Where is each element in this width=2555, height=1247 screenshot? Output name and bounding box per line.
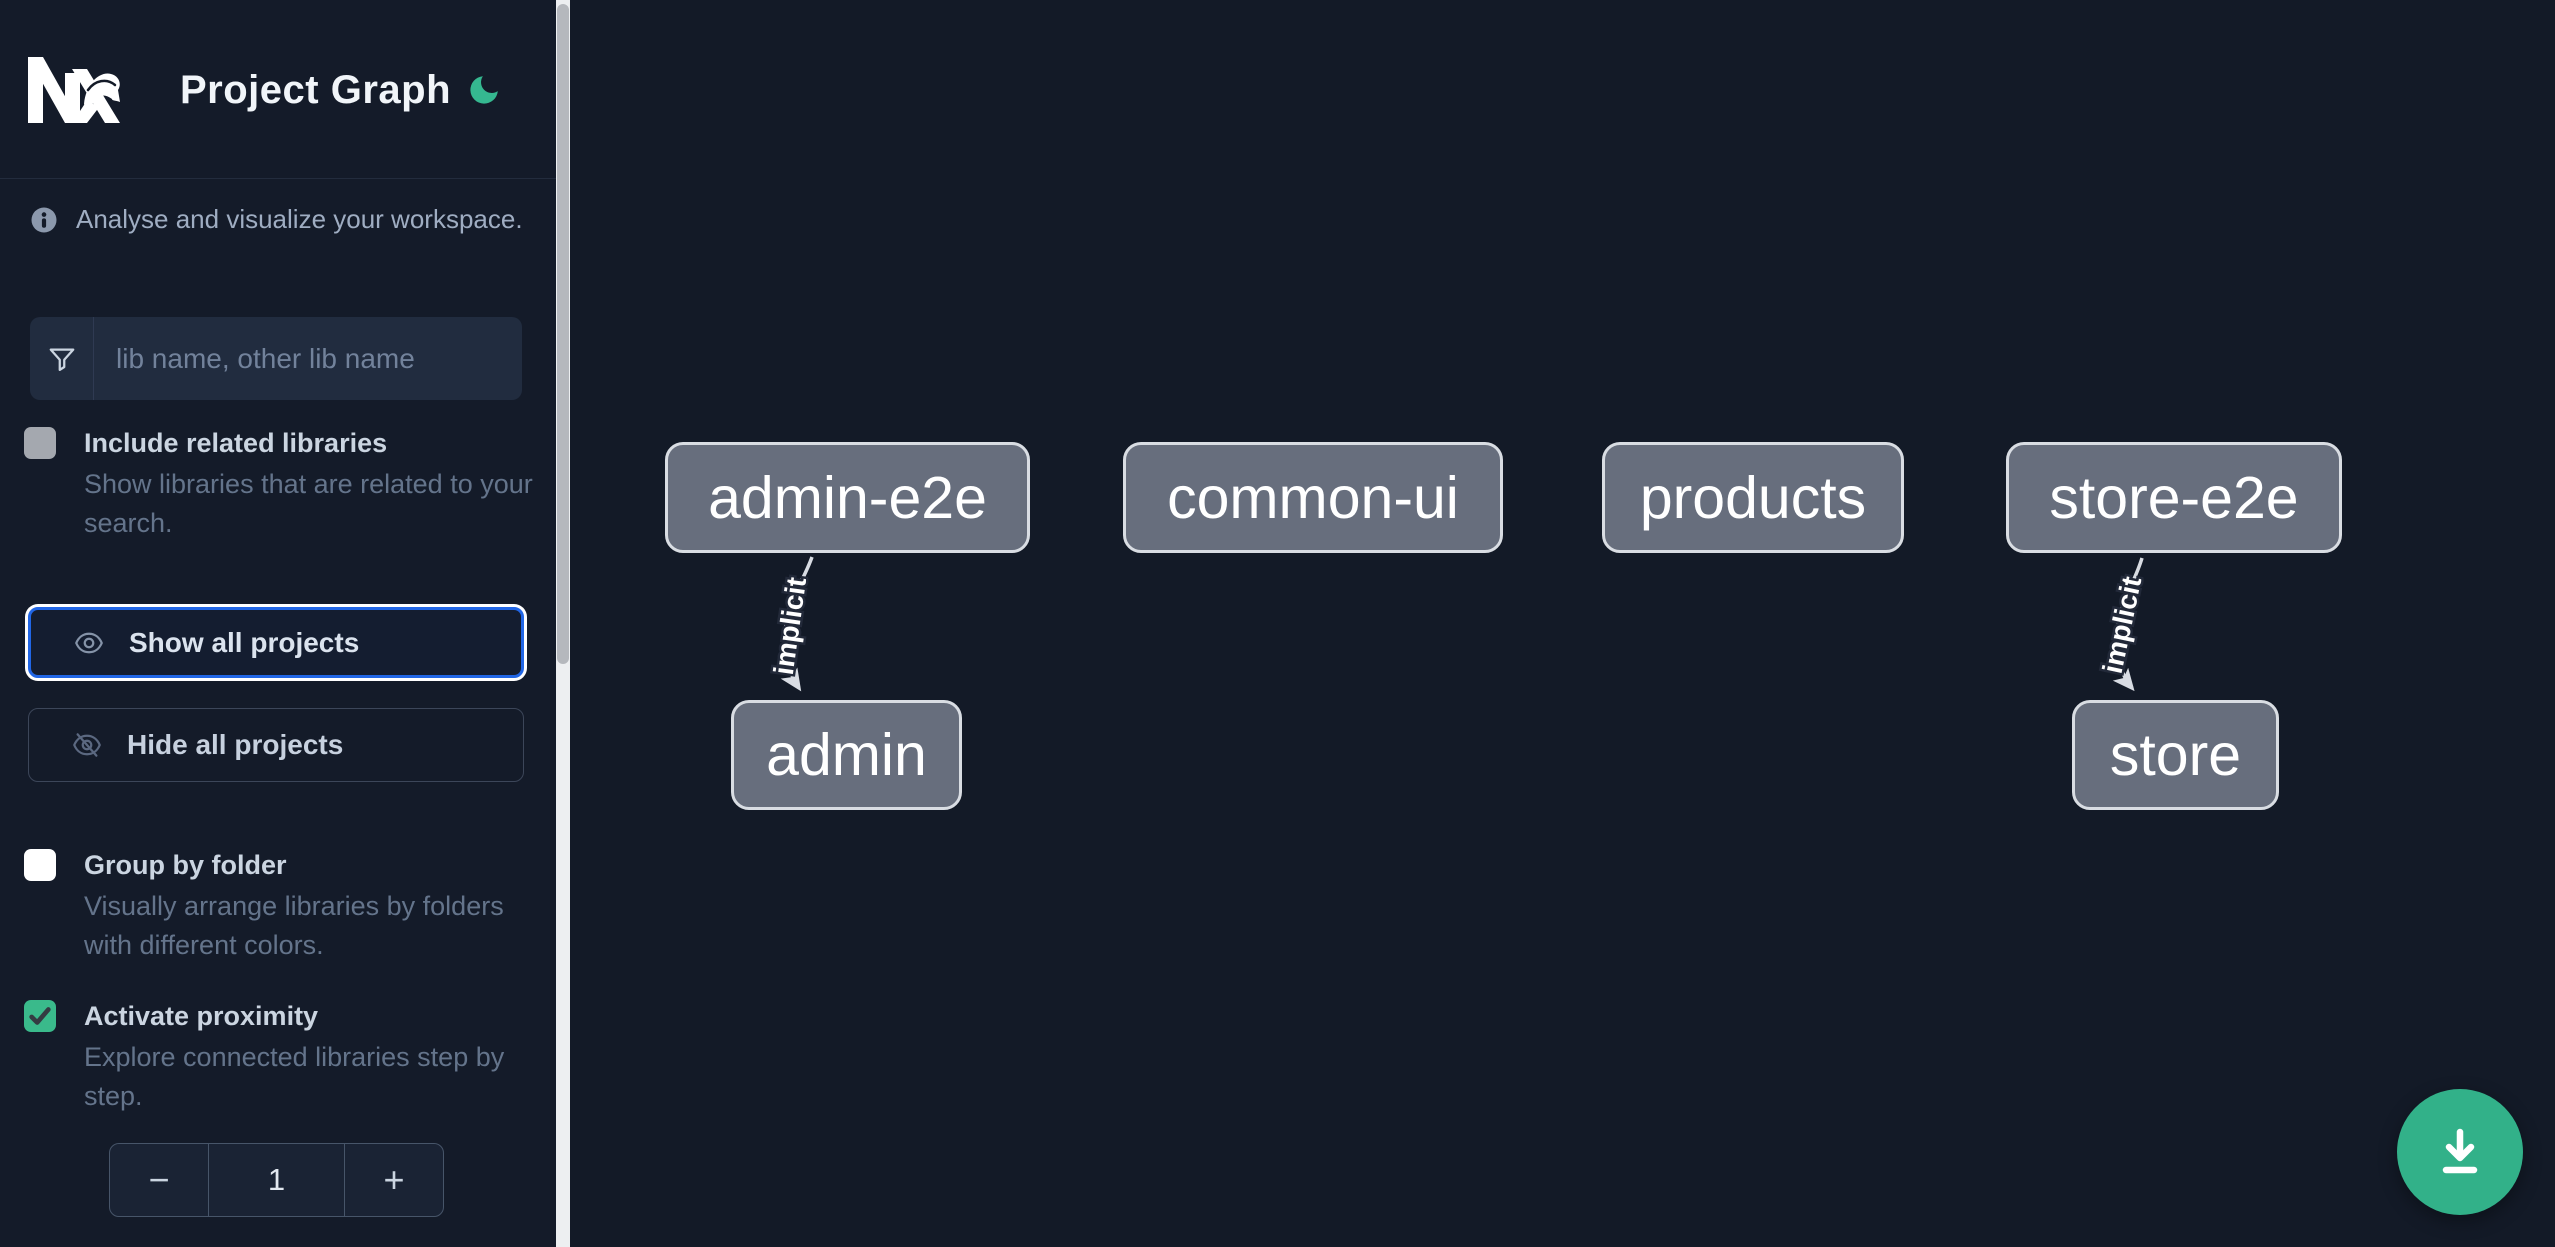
- group-by-folder-description: Visually arrange libraries by folders wi…: [84, 891, 504, 960]
- info-icon: [31, 207, 57, 232]
- group-by-folder-checkbox[interactable]: [24, 849, 56, 881]
- graph-edges: implicit implicit: [765, 556, 2150, 692]
- graph-canvas[interactable]: implicit implicit admin-e2e common-ui pr…: [570, 0, 2555, 1247]
- eye-icon: [75, 632, 103, 653]
- edge-store-e2e-store: [2112, 557, 2144, 692]
- edge-admin-e2e-admin: [780, 556, 814, 692]
- increment-button[interactable]: +: [383, 1159, 405, 1200]
- show-all-projects-label: Show all projects: [129, 626, 360, 658]
- group-by-folder-label: Group by folder: [84, 850, 287, 880]
- edge-label-implicit: implicit: [768, 575, 812, 676]
- activate-proximity-label: Activate proximity: [84, 1001, 319, 1031]
- download-icon: [2442, 1128, 2478, 1174]
- activate-proximity-checkbox[interactable]: [24, 1000, 56, 1032]
- eye-off-icon: [73, 733, 101, 757]
- page-title: Project Graph: [180, 68, 452, 112]
- decrement-button[interactable]: −: [148, 1159, 170, 1200]
- project-node-products[interactable]: products: [1602, 442, 1904, 553]
- project-node-admin[interactable]: admin: [731, 700, 962, 810]
- include-related-label: Include related libraries: [84, 428, 388, 458]
- download-graph-button[interactable]: [2397, 1089, 2523, 1215]
- search-input[interactable]: [94, 317, 522, 400]
- project-node-store[interactable]: store: [2072, 700, 2279, 810]
- moon-icon: [470, 76, 498, 104]
- include-related-checkbox[interactable]: [24, 427, 56, 459]
- hide-all-projects-label: Hide all projects: [127, 729, 344, 760]
- search-box: [30, 317, 522, 400]
- theme-toggle-button[interactable]: [458, 64, 510, 116]
- proximity-depth-stepper: − 1 +: [109, 1143, 444, 1217]
- project-node-common-ui[interactable]: common-ui: [1123, 442, 1503, 553]
- checkmark-icon: [29, 1007, 51, 1025]
- project-node-store-e2e[interactable]: store-e2e: [2006, 442, 2342, 553]
- activate-proximity-description: Explore connected libraries step by step…: [84, 1042, 505, 1111]
- info-text: Analyse and visualize your workspace.: [76, 204, 523, 234]
- funnel-icon: [30, 317, 94, 400]
- nx-logo: [28, 57, 120, 123]
- show-all-projects-button[interactable]: Show all projects: [28, 607, 524, 678]
- include-related-description: Show libraries that are related to your …: [84, 469, 533, 538]
- header-divider: [0, 178, 556, 179]
- sidebar: Project Graph Analyse and visualize your…: [0, 0, 570, 1247]
- hide-all-projects-button[interactable]: Hide all projects: [28, 708, 524, 782]
- sidebar-scrollbar-thumb[interactable]: [557, 4, 569, 664]
- project-node-admin-e2e[interactable]: admin-e2e: [665, 442, 1030, 553]
- edge-label-implicit: implicit: [2097, 574, 2148, 676]
- info-row: Analyse and visualize your workspace.: [30, 204, 523, 235]
- stepper-value: 1: [208, 1144, 345, 1216]
